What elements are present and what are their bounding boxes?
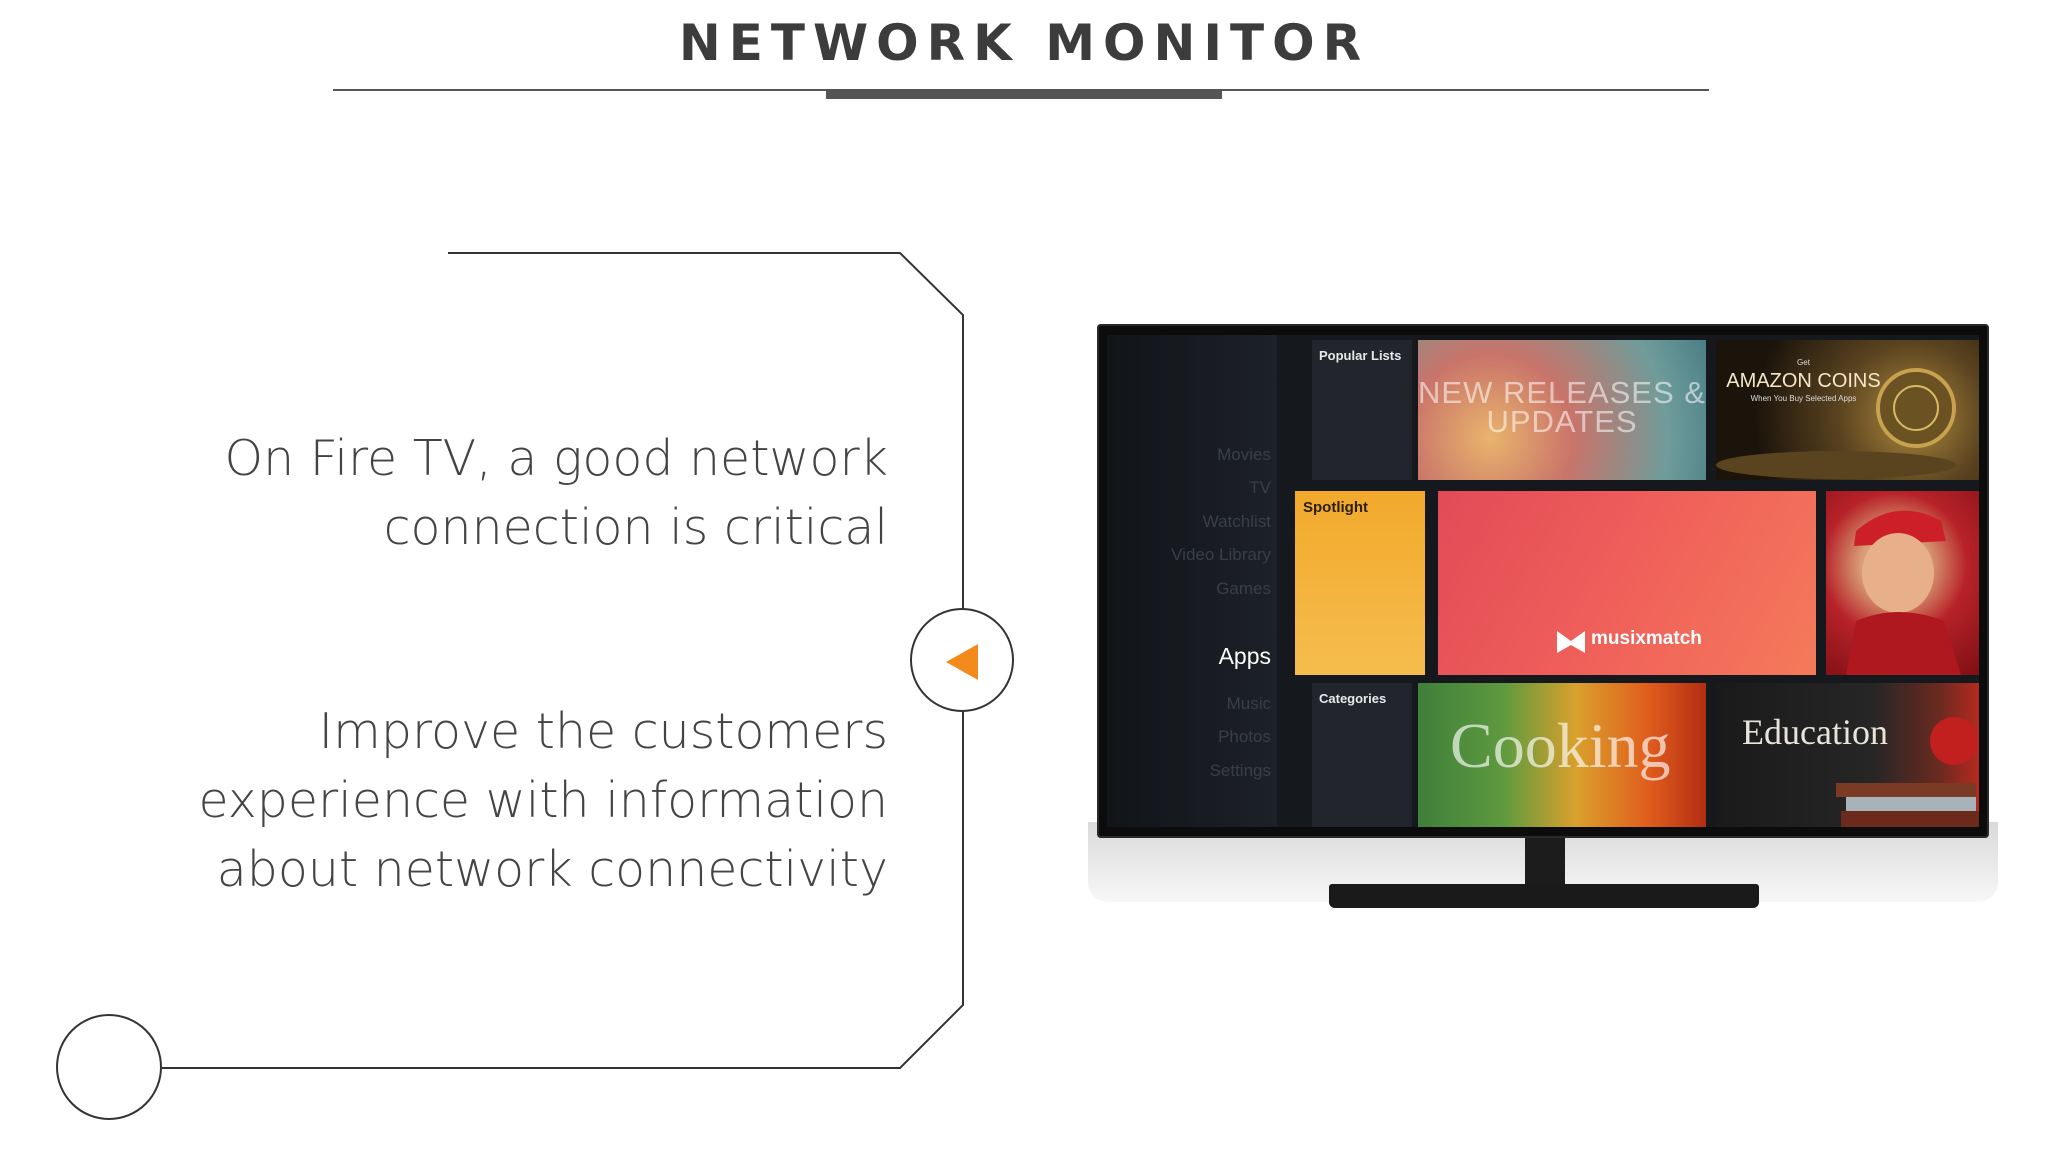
- menu-item-movies: Movies: [1217, 445, 1271, 464]
- menu-item-tv: TV: [1249, 478, 1271, 497]
- tile-education: Education: [1716, 683, 1979, 827]
- categories-label: Categories: [1319, 691, 1387, 706]
- menu-item-photos: Photos: [1218, 727, 1271, 746]
- tv-stand: [1329, 884, 1759, 908]
- popular-lists-label: Popular Lists: [1319, 348, 1402, 363]
- fire-tv-screen: Movies TV Watchlist Video Library Games …: [1107, 335, 1979, 827]
- tile-new-releases: NEW RELEASES & UPDATES: [1418, 340, 1706, 480]
- previous-button[interactable]: [910, 608, 1014, 712]
- categories-column: Categories: [1312, 683, 1412, 827]
- menu-item-settings: Settings: [1209, 761, 1271, 780]
- title-rule-accent: [826, 90, 1222, 99]
- tile-amazon-coins: Get AMAZON COINS When You Buy Selected A…: [1716, 340, 1979, 480]
- tile-cooking: Cooking: [1418, 683, 1706, 827]
- statement-network-critical: On Fire TV, a good network connection is…: [224, 430, 888, 556]
- musixmatch-logo-icon: [1557, 631, 1585, 653]
- menu-item-games: Games: [1216, 579, 1271, 598]
- education-text: Education: [1742, 712, 1888, 752]
- tile-wrestler: [1826, 491, 1979, 675]
- tile-spotlight: Spotlight: [1295, 491, 1425, 675]
- menu-item-apps: Apps: [1218, 643, 1271, 669]
- statement-improve-experience: Improve the customers experience with in…: [198, 703, 889, 898]
- popular-lists-column: Popular Lists: [1312, 340, 1412, 480]
- coins-sub-text: When You Buy Selected Apps: [1750, 394, 1857, 403]
- coins-main-text: AMAZON COINS: [1726, 370, 1881, 392]
- menu-item-video-library: Video Library: [1171, 545, 1271, 564]
- menu-item-music: Music: [1226, 694, 1271, 713]
- wrestler-graphic: [1846, 510, 1961, 675]
- cooking-text: Cooking: [1450, 710, 1671, 781]
- spotlight-label: Spotlight: [1303, 499, 1368, 516]
- coins-graphic: [1716, 368, 1956, 479]
- slide-title: NETWORK MONITOR: [678, 14, 1370, 72]
- musixmatch-text: musixmatch: [1591, 628, 1702, 649]
- tile-musixmatch: musixmatch: [1438, 491, 1816, 675]
- menu-item-watchlist: Watchlist: [1202, 512, 1271, 531]
- coins-top-text: Get: [1797, 358, 1810, 367]
- books-apple-graphic: [1836, 717, 1979, 827]
- fire-tv-menu: Movies TV Watchlist Video Library Games …: [1107, 335, 1277, 827]
- new-releases-text: NEW RELEASES & UPDATES: [1418, 375, 1706, 439]
- decorative-circle: [56, 1014, 162, 1120]
- triangle-left-icon: [946, 644, 978, 680]
